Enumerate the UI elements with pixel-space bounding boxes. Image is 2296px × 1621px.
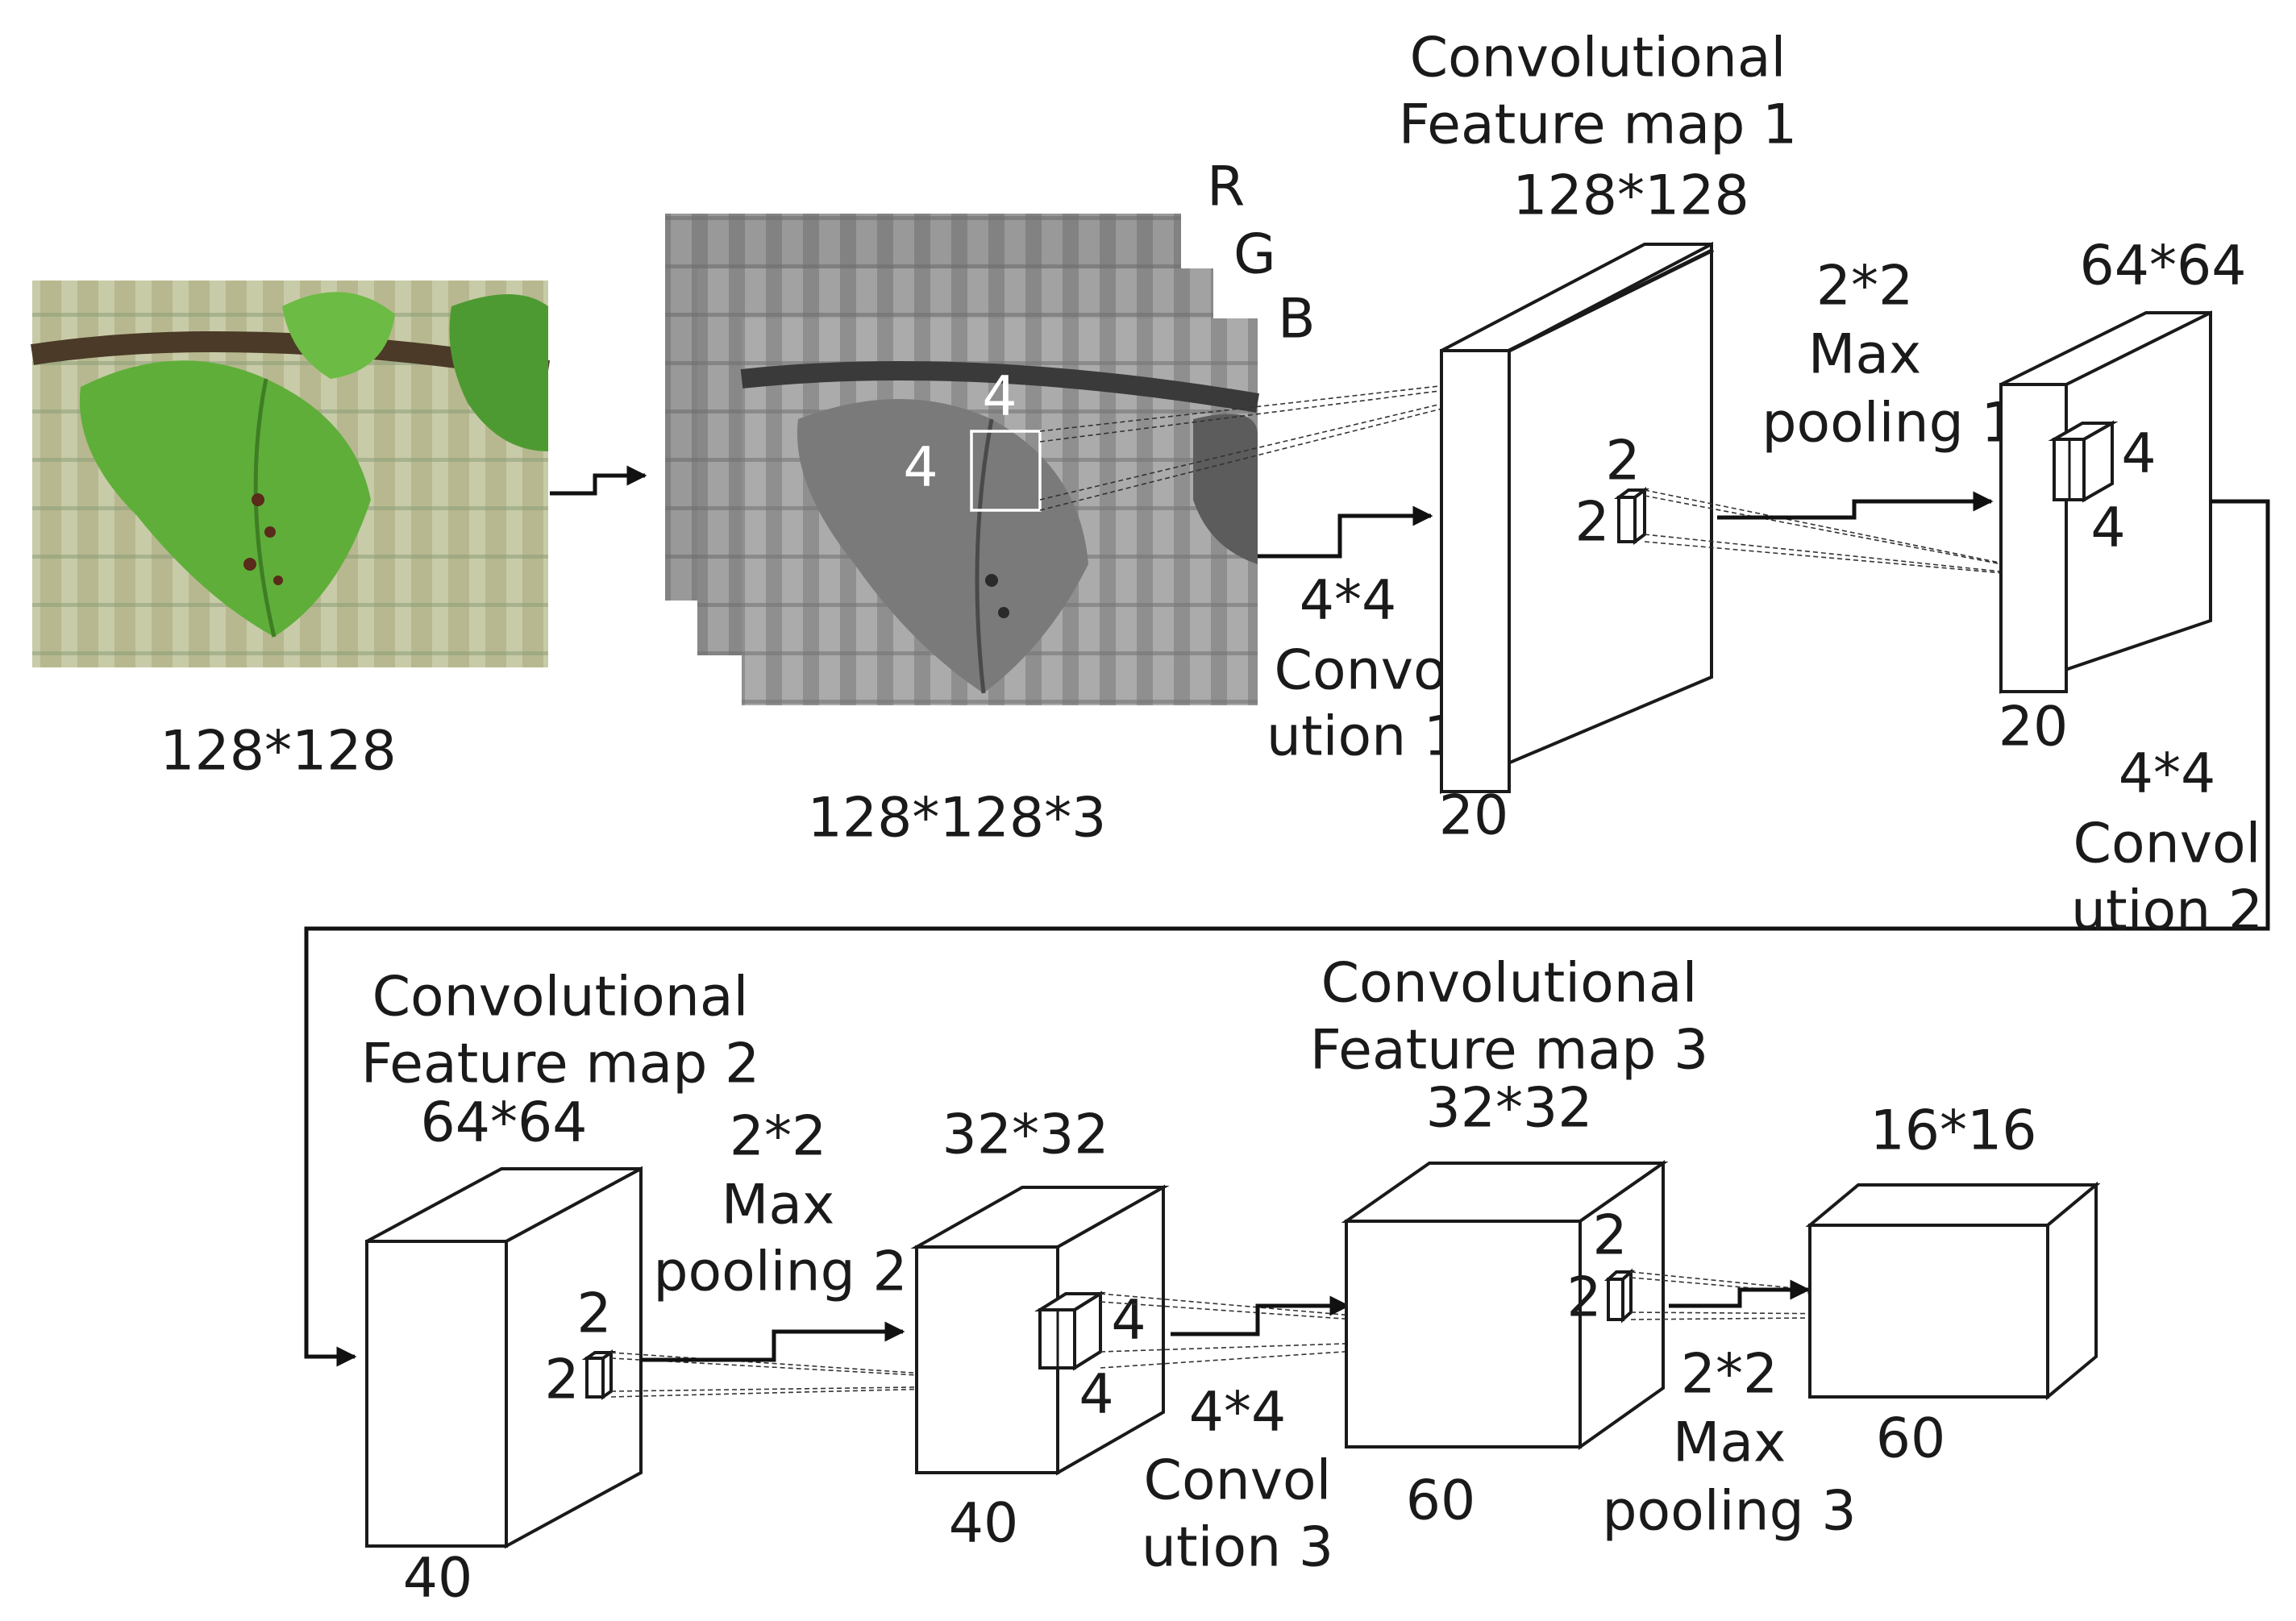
map32-depth-label: 40 [949, 1492, 1019, 1556]
fmap3-title-line1: Convolutional [1321, 952, 1698, 1016]
map64-kernel-cube [2048, 420, 2119, 503]
map16-size-label: 16*16 [1870, 1099, 2036, 1163]
rgb-size-label: 128*128*3 [808, 787, 1107, 850]
feature-map-2-block [365, 1166, 643, 1549]
pool2-label-line2: Max [722, 1174, 835, 1237]
fmap1-size-label: 128*128 [1512, 164, 1749, 228]
fmap3-front-face [1345, 1220, 1582, 1449]
conv1-label-line3: ution 1 [1267, 705, 1458, 769]
conv1-label-line1: 4*4 [1300, 569, 1397, 633]
pool3-label-line3: pooling 3 [1602, 1480, 1856, 1544]
map32-kernel-cube [1034, 1291, 1106, 1371]
fmap1-kernel-width: 2 [1574, 491, 1609, 555]
fmap3-size-label: 32*32 [1425, 1077, 1592, 1141]
fmap2-front-face [365, 1240, 508, 1548]
rgb-channel-stack [665, 214, 1259, 705]
pooled-map-32-block [910, 1184, 1170, 1476]
conv1-label-line2: Convol [1275, 639, 1462, 703]
feature-map-1-block [1440, 242, 1715, 795]
conv2-label-line2: Convol [2073, 813, 2261, 876]
arrow-fmap2-to-pool2 [641, 1321, 905, 1362]
pool3-label-line1: 2*2 [1681, 1343, 1778, 1407]
map64-size-label: 64*64 [2079, 235, 2246, 298]
fmap2-kernel-cube [581, 1349, 617, 1400]
map32-kernel-width: 4 [1111, 1289, 1146, 1353]
fmap2-title-line1: Convolutional [372, 966, 749, 1029]
fmap1-title-line1: Convolutional [1410, 27, 1786, 90]
map64-depth-label: 20 [1999, 696, 2069, 759]
conv3-label-line2: Convol [1144, 1449, 1332, 1513]
input-leaf-image [31, 281, 551, 667]
input-kernel-window [970, 430, 1042, 512]
channel-b-label: B [1278, 288, 1316, 351]
map32-front-face [915, 1245, 1059, 1474]
map32-size-label: 32*32 [942, 1104, 1108, 1167]
fmap3-title-line2: Feature map 3 [1310, 1019, 1709, 1083]
arrow-input-to-rgb [550, 465, 647, 496]
input-kernel-height: 4 [982, 365, 1017, 429]
input-size-label: 128*128 [160, 720, 397, 783]
map64-kernel-height: 4 [2090, 497, 2125, 560]
map32-kernel-height: 4 [1079, 1363, 1113, 1427]
pool1-label-line3: pooling 1 [1762, 392, 2015, 455]
conv2-label-line1: 4*4 [2119, 742, 2216, 806]
pooled-map-64-block [1999, 310, 2212, 694]
fmap1-kernel-cube [1614, 487, 1649, 545]
connector-row1-to-row2 [304, 499, 2270, 1367]
fmap2-kernel-width: 2 [544, 1349, 579, 1412]
fmap1-depth-label: 20 [1439, 784, 1509, 848]
channel-r-label: R [1207, 156, 1245, 219]
fmap2-title-line2: Feature map 2 [361, 1033, 760, 1096]
fmap3-kernel-height: 2 [1592, 1204, 1627, 1268]
pool3-label-line2: Max [1673, 1411, 1786, 1475]
feature-map-3-block [1341, 1160, 1669, 1450]
input-kernel-width: 4 [903, 436, 938, 500]
fmap2-size-label: 64*64 [420, 1091, 587, 1155]
arrow-fmap1-to-pool1 [1717, 491, 1994, 520]
fmap1-title-line2: Feature map 1 [1399, 94, 1798, 157]
conv2-label-line3: ution 2 [2071, 879, 2263, 943]
map16-front-face [1808, 1224, 2049, 1399]
pool1-label-line2: Max [1808, 323, 1922, 387]
pooled-map-16-block [1805, 1181, 2101, 1401]
fmap3-kernel-cube [1603, 1268, 1636, 1324]
fmap1-kernel-height: 2 [1605, 430, 1640, 493]
arrow-rgb-to-fmap1 [1258, 505, 1433, 559]
fmap3-depth-label: 60 [1406, 1469, 1476, 1533]
fmap2-kernel-height: 2 [576, 1282, 611, 1346]
channel-g-label: G [1233, 223, 1276, 287]
fmap3-kernel-width: 2 [1566, 1266, 1601, 1330]
pool2-label-line3: pooling 2 [653, 1241, 907, 1304]
fmap2-depth-label: 40 [403, 1547, 473, 1611]
conv3-label-line1: 4*4 [1189, 1381, 1287, 1444]
map16-depth-label: 60 [1876, 1407, 1946, 1471]
map64-front-face [1999, 383, 2068, 693]
channel-b-plane [740, 318, 1259, 705]
conv3-label-line3: ution 3 [1142, 1516, 1333, 1580]
fmap1-front-face [1440, 349, 1511, 793]
arrow-pool2-to-fmap3 [1171, 1295, 1350, 1336]
arrow-fmap3-to-pool3 [1669, 1279, 1811, 1308]
pool2-label-line1: 2*2 [730, 1105, 827, 1169]
pool1-label-line1: 2*2 [1816, 255, 1914, 318]
map64-kernel-width: 4 [2121, 422, 2156, 486]
